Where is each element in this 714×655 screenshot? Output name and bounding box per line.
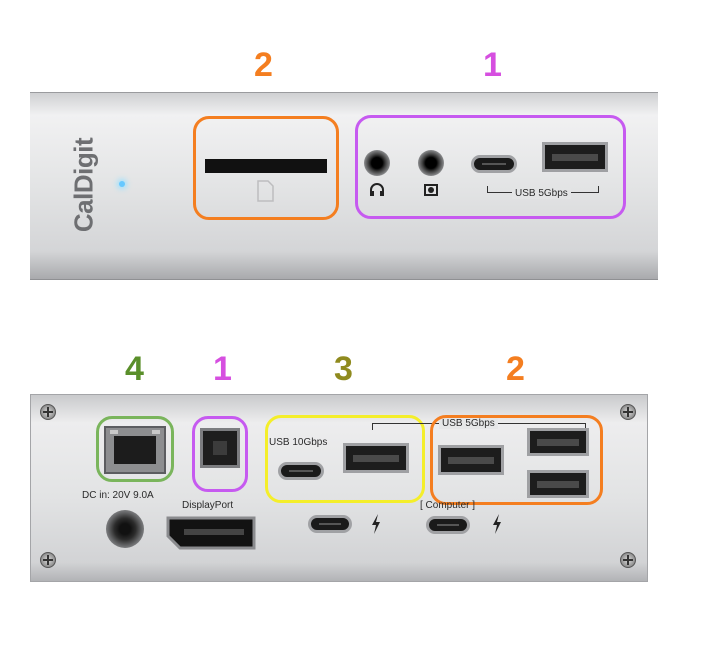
sd-card-icon [256, 180, 274, 207]
back-callout-4: 4 [125, 350, 144, 388]
back-usb-a-5gbps-port-2[interactable] [527, 428, 589, 456]
ethernet-led-right [152, 430, 160, 434]
front-usb-c-port[interactable] [471, 155, 517, 173]
displayport-port[interactable] [166, 516, 256, 550]
sd-card-slot[interactable] [205, 159, 327, 173]
power-led [119, 181, 125, 187]
audio-usb-callout-box [355, 115, 626, 219]
front-usb-a-port[interactable] [542, 142, 608, 172]
microphone-jack[interactable] [418, 150, 444, 176]
usb-5gbps-callout-box [430, 415, 603, 505]
microphone-icon [423, 183, 439, 202]
back-usb-a-10gbps-port[interactable] [343, 443, 409, 473]
screw-bottom-right [620, 552, 636, 568]
logo-text: CalDigit [68, 137, 99, 233]
computer-label: [ Computer ] [420, 500, 476, 511]
usb-10gbps-callout-box [265, 415, 425, 503]
back-usb-c-10gbps-port[interactable] [278, 462, 324, 480]
usb-tongue [536, 481, 580, 488]
back-usb-5gbps-label: USB 5Gbps [439, 418, 498, 429]
ethernet-port[interactable] [104, 426, 166, 474]
optical-audio-port[interactable] [200, 428, 240, 468]
front-usb-5gbps-label: USB 5Gbps [512, 188, 571, 199]
headphone-icon [369, 183, 385, 202]
back-usb-a-5gbps-port-1[interactable] [438, 445, 504, 475]
ethernet-icon [114, 436, 156, 464]
ethernet-callout-box [96, 416, 174, 482]
usb-tongue [448, 457, 494, 465]
thunderbolt-icon [491, 513, 503, 540]
thunderbolt-port-computer[interactable] [426, 516, 470, 534]
optical-callout-box [192, 416, 248, 492]
usb-tongue [552, 154, 598, 162]
dock-front-panel [30, 92, 658, 280]
ethernet-led-left [110, 430, 118, 434]
screw-bottom-left [40, 552, 56, 568]
thunderbolt-icon [370, 513, 382, 540]
headphone-jack[interactable] [364, 150, 390, 176]
sd-card-callout-box [193, 116, 339, 220]
front-callout-1: 1 [483, 46, 502, 84]
displayport-label: DisplayPort [182, 500, 234, 511]
front-callout-2: 2 [254, 46, 273, 84]
back-usb-a-5gbps-port-3[interactable] [527, 470, 589, 498]
dc-in-label: DC in: 20V 9.0A [82, 490, 154, 501]
thunderbolt-port-1[interactable] [308, 515, 352, 533]
optical-inner [213, 441, 227, 455]
usb-10gbps-label: USB 10Gbps [269, 437, 328, 448]
back-callout-3: 3 [334, 350, 353, 388]
screw-top-right [620, 404, 636, 420]
caldigit-logo: CalDigit [64, 126, 104, 244]
usb-tongue [353, 455, 399, 463]
back-callout-2: 2 [506, 350, 525, 388]
back-callout-1: 1 [213, 350, 232, 388]
dc-power-jack[interactable] [106, 510, 144, 548]
usb-tongue [536, 439, 580, 446]
screw-top-left [40, 404, 56, 420]
